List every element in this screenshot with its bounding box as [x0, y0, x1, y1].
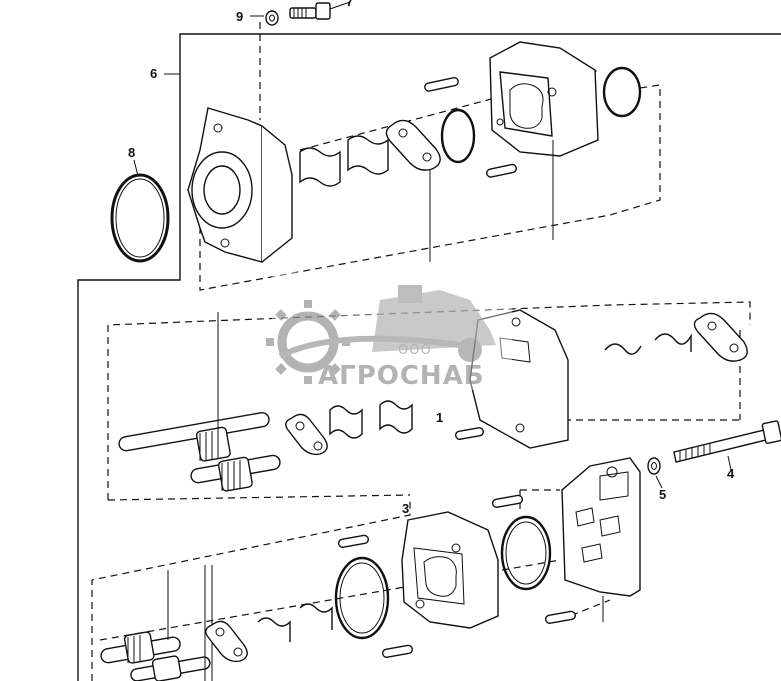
gear-shafts-bottom	[100, 565, 213, 681]
pin-dowels-middle	[454, 427, 485, 440]
spring-seals-top	[299, 135, 389, 187]
callout-7: 7	[346, 0, 353, 9]
plate-seal-bottom	[205, 620, 248, 663]
assembly-frame	[77, 33, 781, 681]
callout-3: 3	[402, 501, 409, 516]
o-ring-bottom-right	[500, 515, 552, 591]
plate-seal-middle-right	[693, 312, 748, 362]
o-ring-part-8	[110, 159, 170, 263]
pump-body-bottom	[401, 511, 499, 629]
callout-8: 8	[128, 145, 135, 160]
o-ring-bottom-left	[334, 556, 390, 640]
spring-seals-middle	[329, 333, 692, 439]
bolt-part-7	[289, 1, 351, 20]
watermark-logo: ООО АГРОСНАБ	[266, 272, 512, 391]
end-cover-bottom	[561, 457, 641, 622]
pin-dowels-bottom	[337, 494, 576, 658]
long-bolt-part-4	[673, 420, 781, 471]
callout-labels: 9 7 6 8 1 4 5 3	[128, 0, 735, 516]
callout-1: 1	[436, 410, 443, 425]
plate-seal-top	[385, 119, 441, 171]
plate-seal-middle	[285, 413, 328, 456]
callout-9: 9	[236, 9, 243, 24]
gear-icon	[266, 300, 350, 384]
spring-seals-bottom	[257, 603, 333, 642]
watermark-brand-text: АГРОСНАБ	[318, 361, 485, 391]
o-ring-top-small	[440, 108, 476, 164]
callout-4: 4	[727, 466, 735, 481]
washer-part-9	[265, 10, 279, 26]
pin-dowels-top	[424, 76, 517, 178]
washer-part-5	[647, 457, 663, 489]
watermark-top-text: ООО	[398, 343, 432, 358]
pump-body-top	[489, 41, 599, 157]
callout-5: 5	[659, 487, 666, 502]
flange-housing	[187, 107, 293, 263]
callout-6: 6	[150, 66, 157, 81]
gear-shafts-middle	[118, 312, 281, 492]
o-ring-top-right	[602, 66, 642, 118]
